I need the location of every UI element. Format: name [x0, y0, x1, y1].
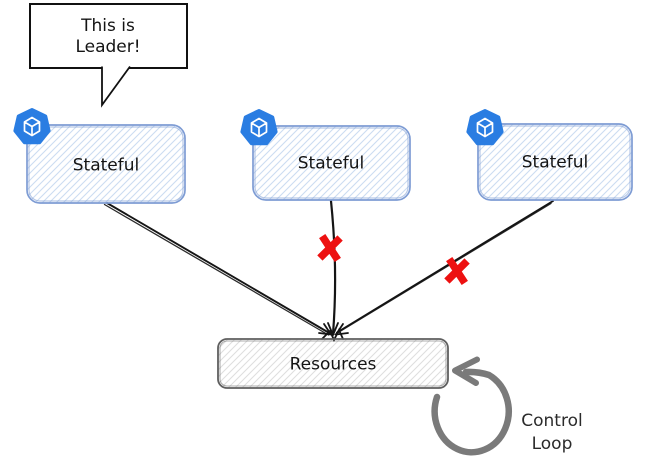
resources-box [217, 338, 449, 389]
connector-node3-resources-sketch [334, 202, 552, 336]
resources-label: Resources [290, 355, 377, 375]
bubble-text-line1: This is [80, 16, 135, 36]
node-label: Stateful [73, 156, 139, 176]
connector-node1-resources [106, 202, 332, 335]
red-x-icon [444, 257, 470, 285]
cube-pod-icon [466, 109, 504, 146]
circular-arrow-icon [431, 356, 512, 456]
speech-bubble: This is Leader! [29, 3, 188, 108]
node-box [252, 125, 411, 201]
cube-pod-icon [13, 108, 51, 145]
connectors [103, 199, 554, 343]
node-box [477, 123, 633, 201]
node-box-sketch [479, 125, 631, 199]
node-label: Stateful [298, 154, 364, 174]
connector-node2-resources [329, 199, 337, 336]
cube-glyph [250, 117, 268, 138]
resources-node: Resources [217, 338, 449, 389]
broken-connection-marks [317, 234, 470, 285]
control-loop: Control Loop [431, 356, 583, 456]
node-box-sketch [28, 126, 184, 202]
node-box-sketch [254, 127, 409, 199]
bubble-box [29, 3, 188, 69]
node-label: Stateful [522, 153, 588, 173]
control-loop-label-line2: Loop [532, 434, 573, 454]
stateful-node-3: Stateful [477, 123, 633, 201]
pod-badges [13, 108, 504, 146]
node-box [26, 124, 186, 204]
cube-glyph [23, 116, 41, 137]
bubble-tail [101, 65, 131, 108]
stateful-node-1: Stateful [26, 124, 186, 204]
connector-node3-resources [336, 200, 554, 334]
stateful-node-2: Stateful [252, 125, 411, 201]
bubble-text-line2: Leader! [75, 37, 140, 57]
red-x-icon [317, 234, 343, 262]
resources-box-sketch [219, 340, 447, 387]
cube-pod-icon [240, 109, 278, 146]
control-loop-label-line1: Control [521, 411, 582, 431]
cube-glyph [476, 117, 494, 138]
connector-node1-resources-sketch [103, 203, 330, 336]
